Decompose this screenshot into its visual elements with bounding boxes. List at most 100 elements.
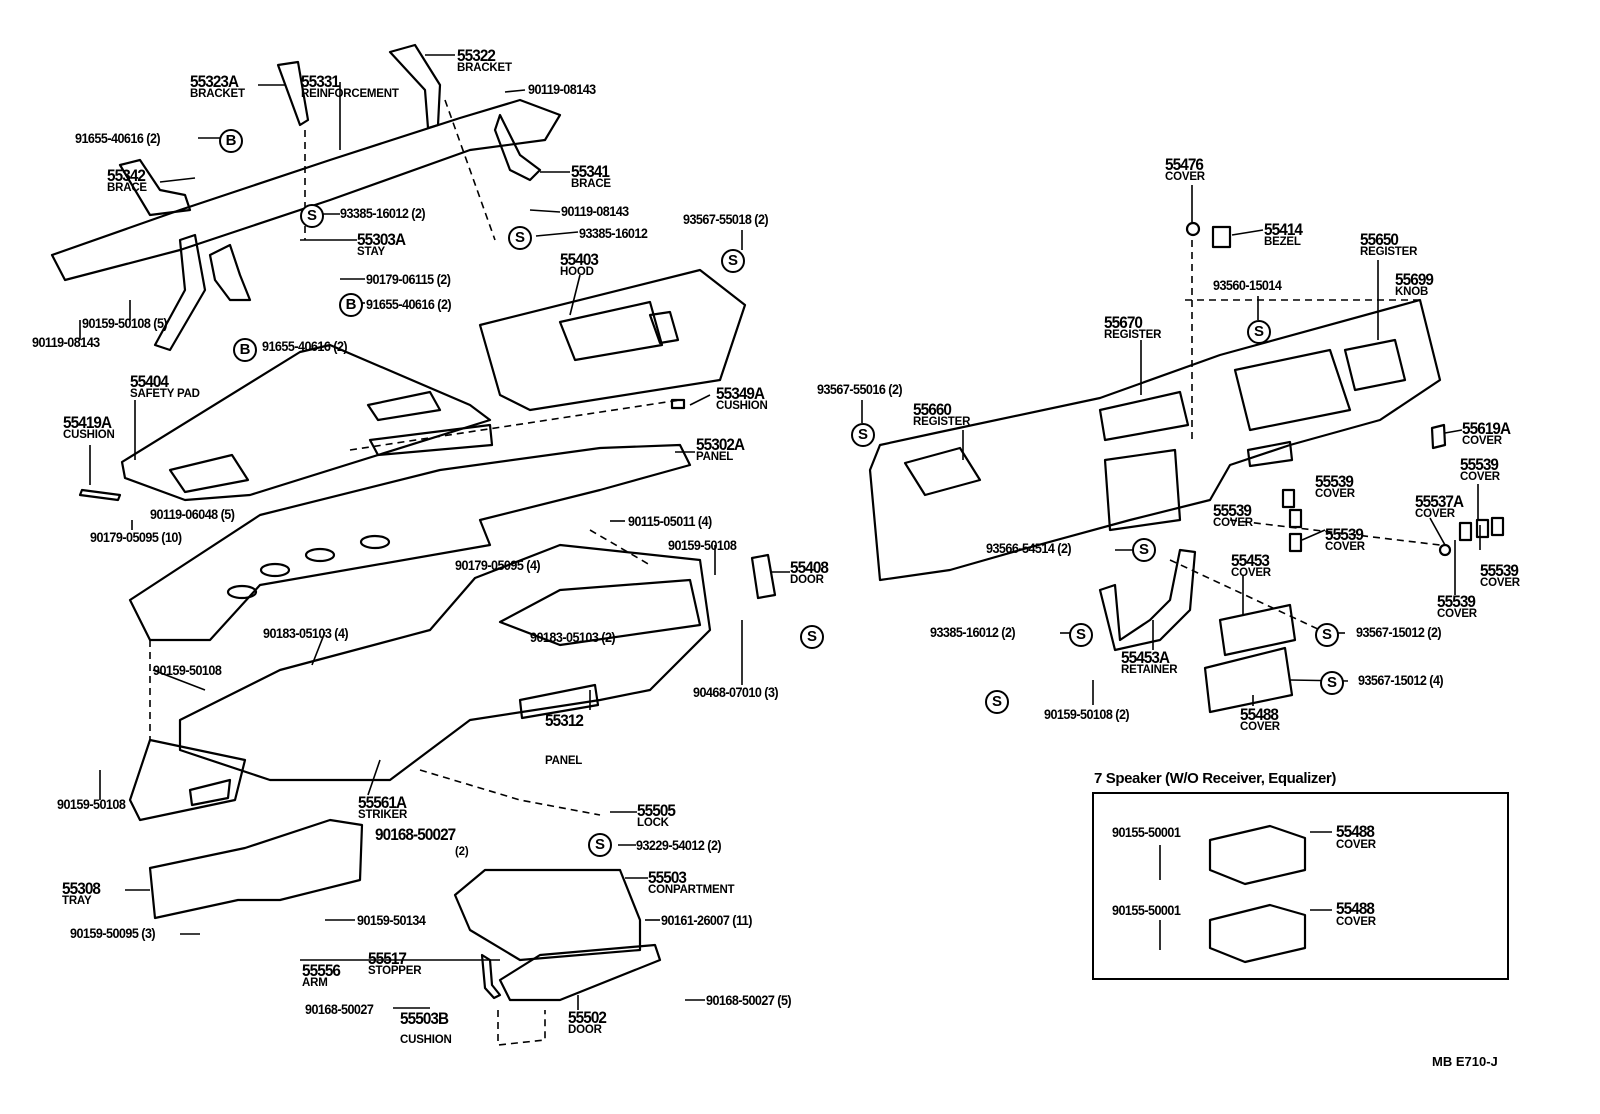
part-number: 55419A [63, 413, 112, 432]
part-number: 55517 [368, 949, 407, 968]
part-number: 55488 [1240, 705, 1279, 724]
part-name: COVER [1480, 577, 1520, 589]
diagram-code: MB E710-J [1432, 1054, 1498, 1069]
part-name: DOOR [790, 574, 824, 586]
fastener-part-number: 93560-15014 [1213, 277, 1282, 293]
part-number: 55619A [1462, 419, 1511, 438]
speaker-cover-2 [1208, 903, 1307, 964]
stay-part [208, 243, 252, 302]
fastener-part-number: 90161-26007 (11) [661, 912, 752, 928]
screw-marker-icon: S [1132, 538, 1156, 562]
part-name: COVER [1462, 435, 1502, 447]
part-number: 55699 [1395, 270, 1434, 289]
part-name: COVER [1460, 471, 1500, 483]
part-name: BEZEL [1264, 236, 1301, 248]
part-number: 55476 [1165, 155, 1204, 174]
register-55670 [1098, 390, 1190, 442]
bezel-55414 [1211, 225, 1232, 249]
fastener-part-number: 90159-50108 (5) [82, 315, 168, 331]
fastener-part-number: 90168-50027 (5) [706, 992, 792, 1008]
part-number: 55503 [648, 868, 687, 887]
part-name: DOOR [568, 1024, 602, 1036]
lower-panel [128, 738, 247, 822]
part-number: 55503B [400, 1009, 449, 1028]
part-number: 55539 [1480, 561, 1519, 580]
fastener-part-number: 90183-05103 (4) [263, 625, 349, 641]
part-number: 55312 [545, 711, 584, 730]
part-name: TRAY [62, 895, 92, 907]
speaker-bolt-label: 90155-50001 [1112, 824, 1181, 840]
register-55660 [903, 446, 982, 497]
speaker-bolt-label: 90155-50001 [1112, 902, 1181, 918]
part-number: 55660 [913, 400, 952, 419]
hood-55403 [478, 268, 747, 412]
fastener-part-number: 91655-40616 (2) [262, 338, 348, 354]
part-name: SAFETY PAD [130, 388, 200, 400]
cover-55476 [1185, 221, 1201, 237]
part-name: CUSHION [716, 400, 768, 412]
door-55408 [750, 553, 777, 600]
part-name: BRACKET [190, 88, 245, 100]
part-name: LOCK [637, 817, 669, 829]
part-number: 90168-50027 [375, 825, 456, 844]
screw-marker-icon: S [300, 204, 324, 228]
fastener-part-number: 90115-05011 (4) [628, 513, 712, 529]
fastener-part-number: 91655-40616 (2) [75, 130, 161, 146]
part-number: 55342 [107, 166, 146, 185]
fastener-part-number: 93567-55016 (2) [817, 381, 903, 397]
screw-marker-icon: S [1320, 671, 1344, 695]
part-name: KNOB [1395, 286, 1429, 298]
retainer-55453a [1098, 548, 1197, 652]
part-number: 55414 [1264, 220, 1303, 239]
part-name: COVER [1240, 721, 1280, 733]
screw-marker-icon: S [1315, 623, 1339, 647]
speaker-cover-1 [1208, 824, 1307, 886]
brace-55342 [118, 158, 192, 217]
part-name: REGISTER [913, 416, 971, 428]
part-number: 55670 [1104, 313, 1143, 332]
fastener-part-number: 90159-50108 [57, 796, 126, 812]
part-name: PANEL [545, 755, 583, 767]
part-number: 55539 [1460, 455, 1499, 474]
part-name: CONPARTMENT [648, 884, 735, 896]
part-number: 55453A [1121, 648, 1170, 667]
part-number: 55308 [62, 879, 101, 898]
part-name: REINFORCEMENT [301, 88, 399, 100]
part-name: BRACE [107, 182, 147, 194]
part-name: HOOD [560, 266, 594, 278]
compartment-55503 [453, 868, 642, 962]
screw-marker-icon: S [800, 625, 824, 649]
part-number: 55331 [301, 72, 340, 91]
part-number: 55303A [357, 230, 406, 249]
part-name: STRIKER [358, 809, 408, 821]
part-number: 55650 [1360, 230, 1399, 249]
part-number: 55403 [560, 250, 599, 269]
fastener-part-number: 90468-07010 (3) [693, 684, 779, 700]
bolt-marker-icon: B [233, 338, 257, 362]
part-number: 55322 [457, 46, 496, 65]
register-55650 [1343, 338, 1407, 392]
fastener-part-number: 90119-08143 [32, 334, 100, 350]
part-number: 55408 [790, 558, 829, 577]
part-number: 55537A [1415, 492, 1464, 511]
bracket-55322 [388, 43, 442, 130]
leader-lines [79, 54, 1481, 1010]
part-number: 55539 [1315, 472, 1354, 491]
speaker-part-name: COVER [1336, 916, 1376, 928]
speaker-inset-box [1092, 792, 1509, 980]
fastener-part-number: 93567-15012 (2) [1356, 624, 1442, 640]
part-number: 55323A [190, 72, 239, 91]
fastener-part-number: 90119-08143 [528, 81, 596, 97]
brace-55341 [493, 113, 542, 182]
part-number: 55341 [571, 162, 610, 181]
part-name: ARM [302, 977, 328, 989]
tray-55308 [148, 818, 364, 920]
part-name: COVER [1165, 171, 1205, 183]
part-name: COVER [1325, 541, 1365, 553]
part-name: COVER [1437, 608, 1477, 620]
part-name: COVER [1315, 488, 1355, 500]
part-number: 55453 [1231, 551, 1270, 570]
fastener-part-number: 90159-50108 (2) [1044, 706, 1130, 722]
part-name: BRACE [571, 178, 611, 190]
part-name: COVER [1213, 517, 1253, 529]
